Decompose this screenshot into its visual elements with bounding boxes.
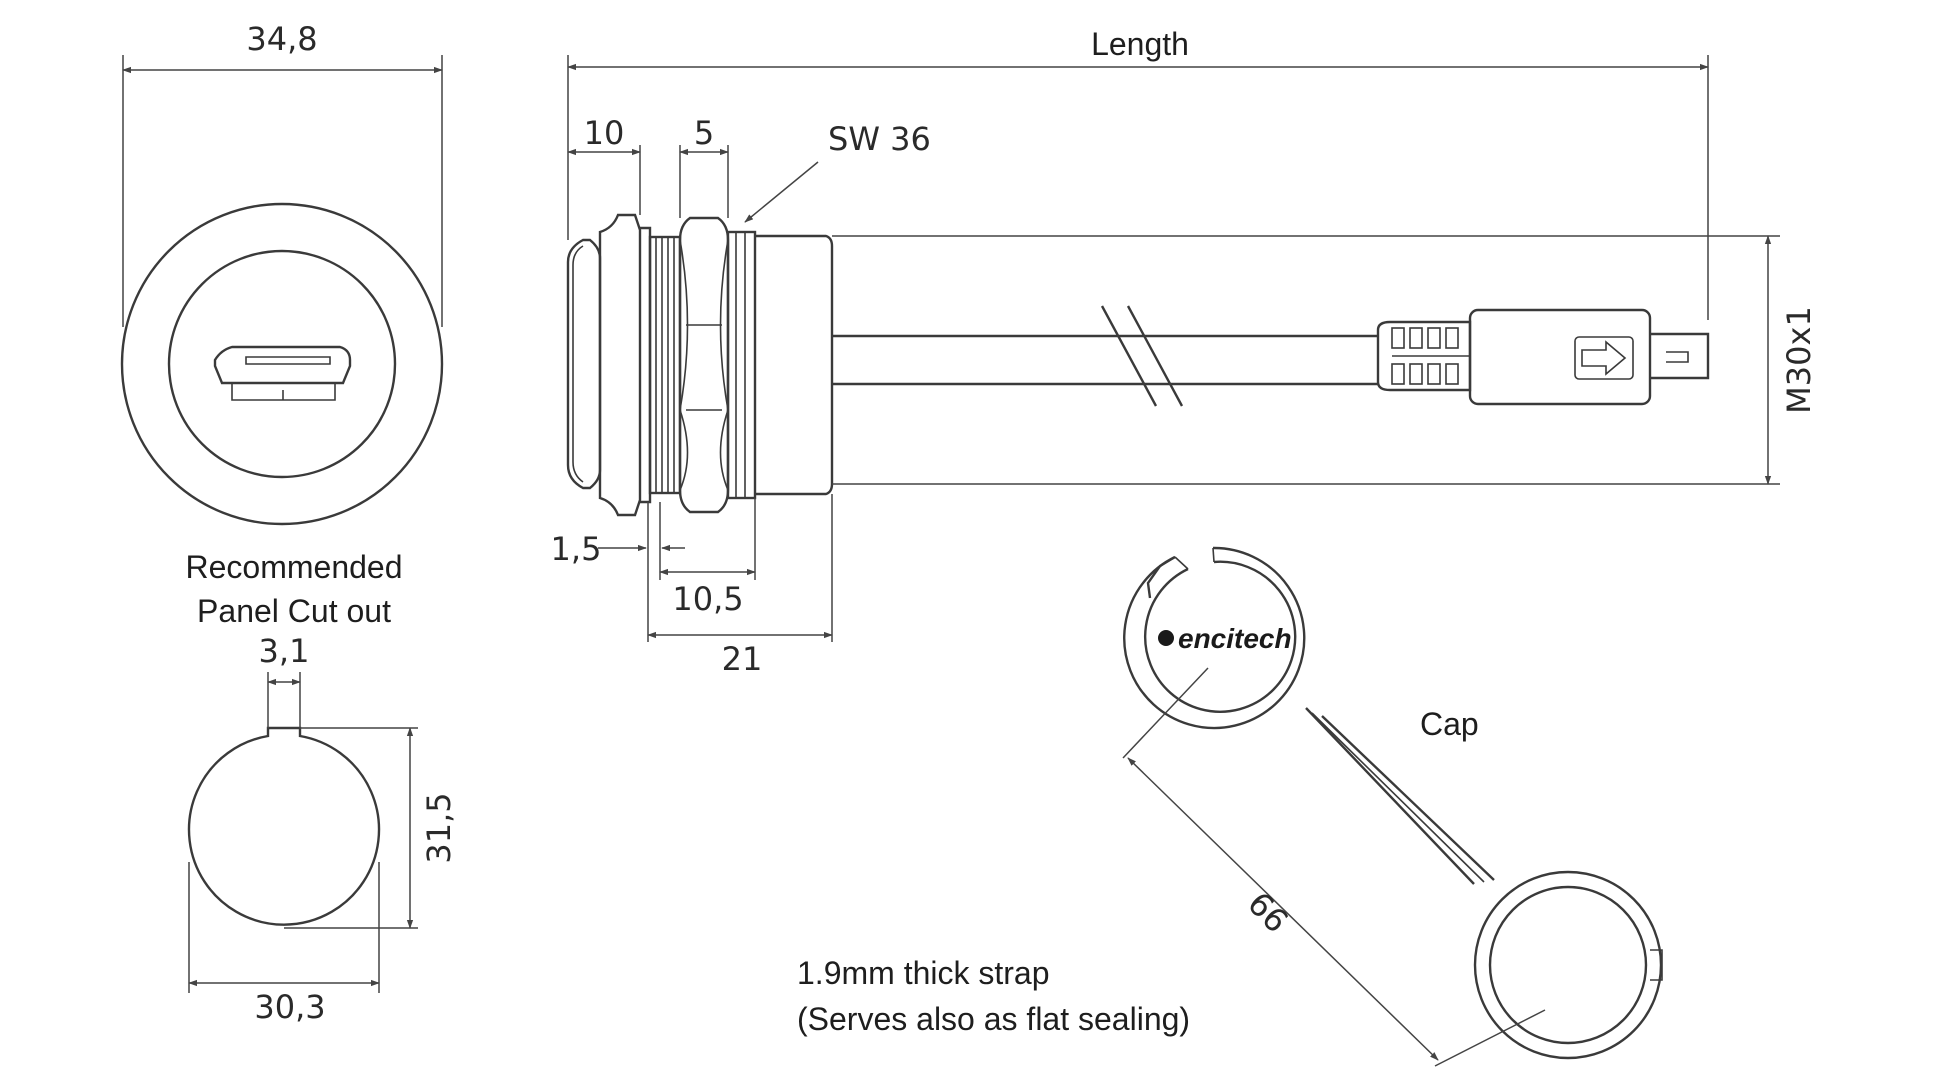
panel-cutout-title-line2: Panel Cut out [197,593,391,629]
dim-cutout-height: 31,5 [420,792,458,863]
dim-total-length: 21 [722,640,763,678]
strap-note-line1: 1.9mm thick strap [797,955,1050,991]
dim-flange: 10 [584,114,625,152]
cap-drawing: encitech 66 Cap 1.9mm thick strap (Serve… [797,546,1663,1067]
dim-gap: 1,5 [551,530,602,568]
dim-thread: M30x1 [1780,306,1818,414]
micro-usb-port-icon [213,345,352,401]
dim-length: Length [1091,26,1189,62]
usb-arrow-icon [1574,336,1634,380]
dim-strap-length: 66 [1240,885,1296,941]
dim-nut: 5 [694,114,714,152]
dim-cutout-width: 30,3 [254,988,325,1026]
panel-cutout-title-line1: Recommended [186,549,403,585]
dim-front-width: 34,8 [246,20,317,58]
label-wrench-size: SW 36 [828,120,931,158]
encitech-logo: encitech [1158,623,1292,654]
panel-cutout: Recommended Panel Cut out 3,1 31,5 30,3 [186,549,459,1026]
strap-note-line2: (Serves also as flat sealing) [797,1001,1190,1037]
cap-label: Cap [1420,706,1479,742]
side-view: Length 10 5 SW 36 M30x1 1,5 10,5 21 [551,26,1818,678]
front-view: 34,8 [120,20,444,526]
dim-key-width: 3,1 [259,632,310,670]
dim-body-length: 10,5 [672,580,743,618]
svg-text:encitech: encitech [1178,623,1292,654]
